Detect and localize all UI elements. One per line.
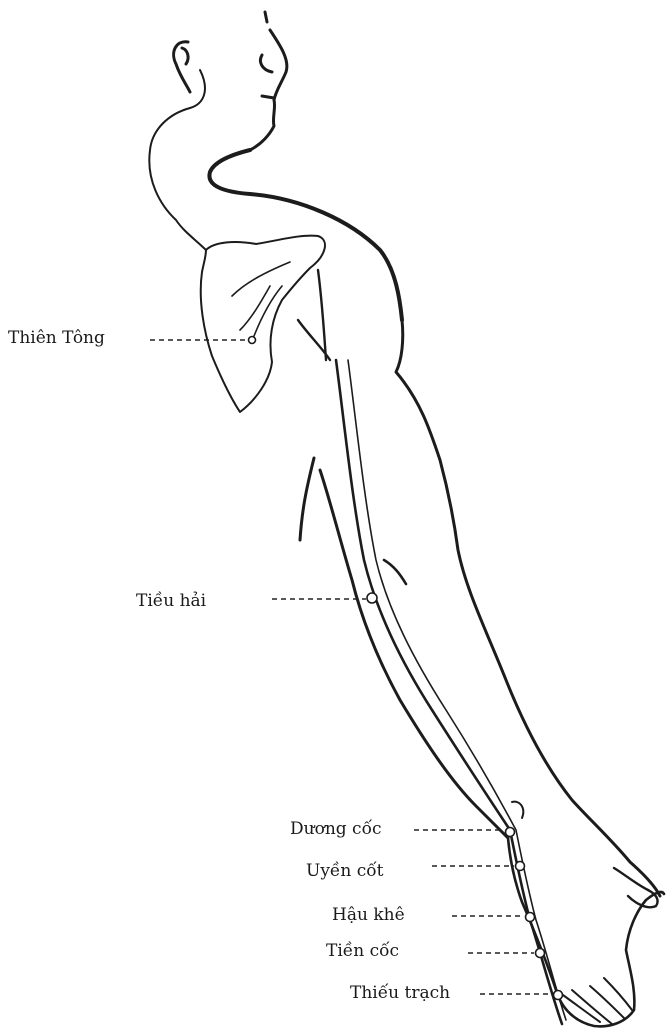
point-duong-coc [506, 828, 515, 837]
point-tieu-hai [367, 593, 377, 603]
label-thien-tong: Thiên Tông [8, 328, 105, 348]
neck-back [149, 70, 206, 250]
scapula-ridge [232, 262, 290, 336]
thumb [614, 868, 658, 907]
acupoint-thien-tong: Thiên Tông [8, 328, 256, 348]
acupoint-hau-khe: Hậu khê [332, 905, 535, 925]
biceps-line [384, 560, 406, 584]
ear [174, 42, 190, 92]
upper-arm-outer [396, 320, 660, 896]
acupoint-thieu-trach: Thiếu trạch [350, 983, 563, 1003]
upper-arm-back [298, 270, 330, 360]
wrist-crease [512, 802, 523, 818]
hand-outline [508, 838, 664, 1026]
point-thieu-trach [554, 991, 563, 1000]
label-tien-coc: Tiền cốc [326, 941, 399, 961]
figure-outline [149, 12, 664, 1026]
acupoint-tieu-hai: Tiều hải [136, 591, 377, 611]
mouth-mark [262, 96, 274, 98]
nose-mark [260, 55, 272, 72]
point-tien-coc [536, 949, 545, 958]
scapula [201, 236, 325, 412]
acupoint-tien-coc: Tiền cốc [326, 941, 545, 961]
point-uyen-cot [516, 862, 525, 871]
point-thien-tong [249, 337, 256, 344]
point-hau-khe [526, 913, 535, 922]
acupoint-duong-coc: Dương cốc [290, 819, 515, 839]
acupoint-uyen-cot: Uyền cốt [306, 861, 525, 881]
label-thieu-trach: Thiếu trạch [350, 983, 450, 1003]
label-tieu-hai: Tiều hải [136, 591, 207, 611]
fingers [556, 978, 632, 1024]
label-hau-khe: Hậu khê [332, 905, 405, 925]
head-profile [250, 12, 287, 150]
label-uyen-cot: Uyền cốt [306, 861, 384, 881]
label-duong-coc: Dương cốc [290, 819, 382, 839]
